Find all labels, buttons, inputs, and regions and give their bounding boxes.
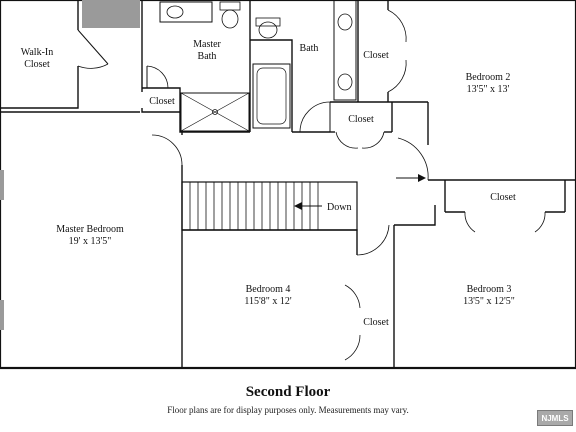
vanity: [159, 1, 213, 23]
window: [82, 0, 140, 28]
disclaimer: Floor plans are for display purposes onl…: [167, 405, 409, 415]
door-swing: [387, 59, 407, 93]
door-swing: [464, 211, 476, 233]
sink: [337, 13, 353, 31]
door-swing: [146, 65, 169, 89]
door-swing: [344, 334, 361, 361]
bath-label: Bath: [300, 43, 319, 54]
shower-line: [180, 92, 250, 132]
hall-closet-label: Closet: [348, 114, 374, 125]
bedroom2-label: Bedroom 2: [466, 72, 511, 83]
door-swing: [534, 211, 546, 233]
bathtub: [252, 63, 291, 129]
bedroom4-dims: 115'8" x 12': [244, 296, 292, 307]
exterior-wall: [0, 0, 576, 370]
master-bath-label-2: Bath: [198, 51, 217, 62]
master-bedroom-label: Master Bedroom: [56, 224, 124, 235]
bedroom4-closet-label: Closet: [363, 317, 389, 328]
shower: [180, 92, 250, 132]
toilet-tank: [219, 1, 241, 11]
bathtub-inner: [256, 67, 287, 125]
bedroom3-dims: 13'5" x 12'5": [463, 296, 515, 307]
wall: [141, 108, 250, 133]
door-swing: [387, 9, 407, 43]
wall: [142, 87, 181, 112]
bath-closet-label: Closet: [363, 50, 389, 61]
sink: [337, 73, 353, 91]
floor-plan: Walk-In Closet Master Bath Bath Closet C…: [0, 0, 576, 370]
wall: [182, 229, 358, 255]
wall: [0, 66, 79, 109]
bedroom3-label: Bedroom 3: [467, 284, 512, 295]
window: [0, 300, 4, 330]
bedroom3-closet-label: Closet: [490, 192, 516, 203]
door-arrow: [396, 174, 426, 182]
toilet-tank: [255, 17, 281, 27]
door-swing: [356, 224, 390, 256]
door-swing: [397, 137, 429, 181]
wall: [250, 39, 293, 132]
window: [0, 170, 4, 200]
bedroom4-label: Bedroom 4: [246, 284, 291, 295]
door-swing: [361, 131, 385, 149]
toilet-bowl: [221, 9, 239, 29]
stairs-label: Down: [327, 202, 351, 213]
down-arrow: [294, 202, 322, 210]
master-closet-label: Closet: [149, 96, 175, 107]
njmls-watermark: NJMLS: [537, 410, 573, 426]
door-swing: [299, 101, 331, 133]
walk-in-closet-label: Walk-In: [21, 47, 54, 58]
walk-in-closet-label-2: Closet: [24, 59, 50, 70]
wall: [394, 205, 436, 226]
closet-door: [77, 29, 109, 65]
shower-drain: [212, 109, 218, 115]
door-swing: [344, 284, 361, 309]
sink: [166, 5, 184, 19]
vanity: [333, 0, 357, 101]
master-bedroom-dims: 19' x 13'5": [69, 236, 112, 247]
master-bath-label: Master: [193, 39, 221, 50]
bedroom2-dims: 13'5" x 13': [467, 84, 510, 95]
door-swing: [335, 131, 359, 149]
door-swing: [77, 63, 109, 69]
floor-title: Second Floor: [245, 384, 331, 400]
door-swing: [151, 134, 183, 166]
toilet-bowl: [258, 21, 278, 39]
